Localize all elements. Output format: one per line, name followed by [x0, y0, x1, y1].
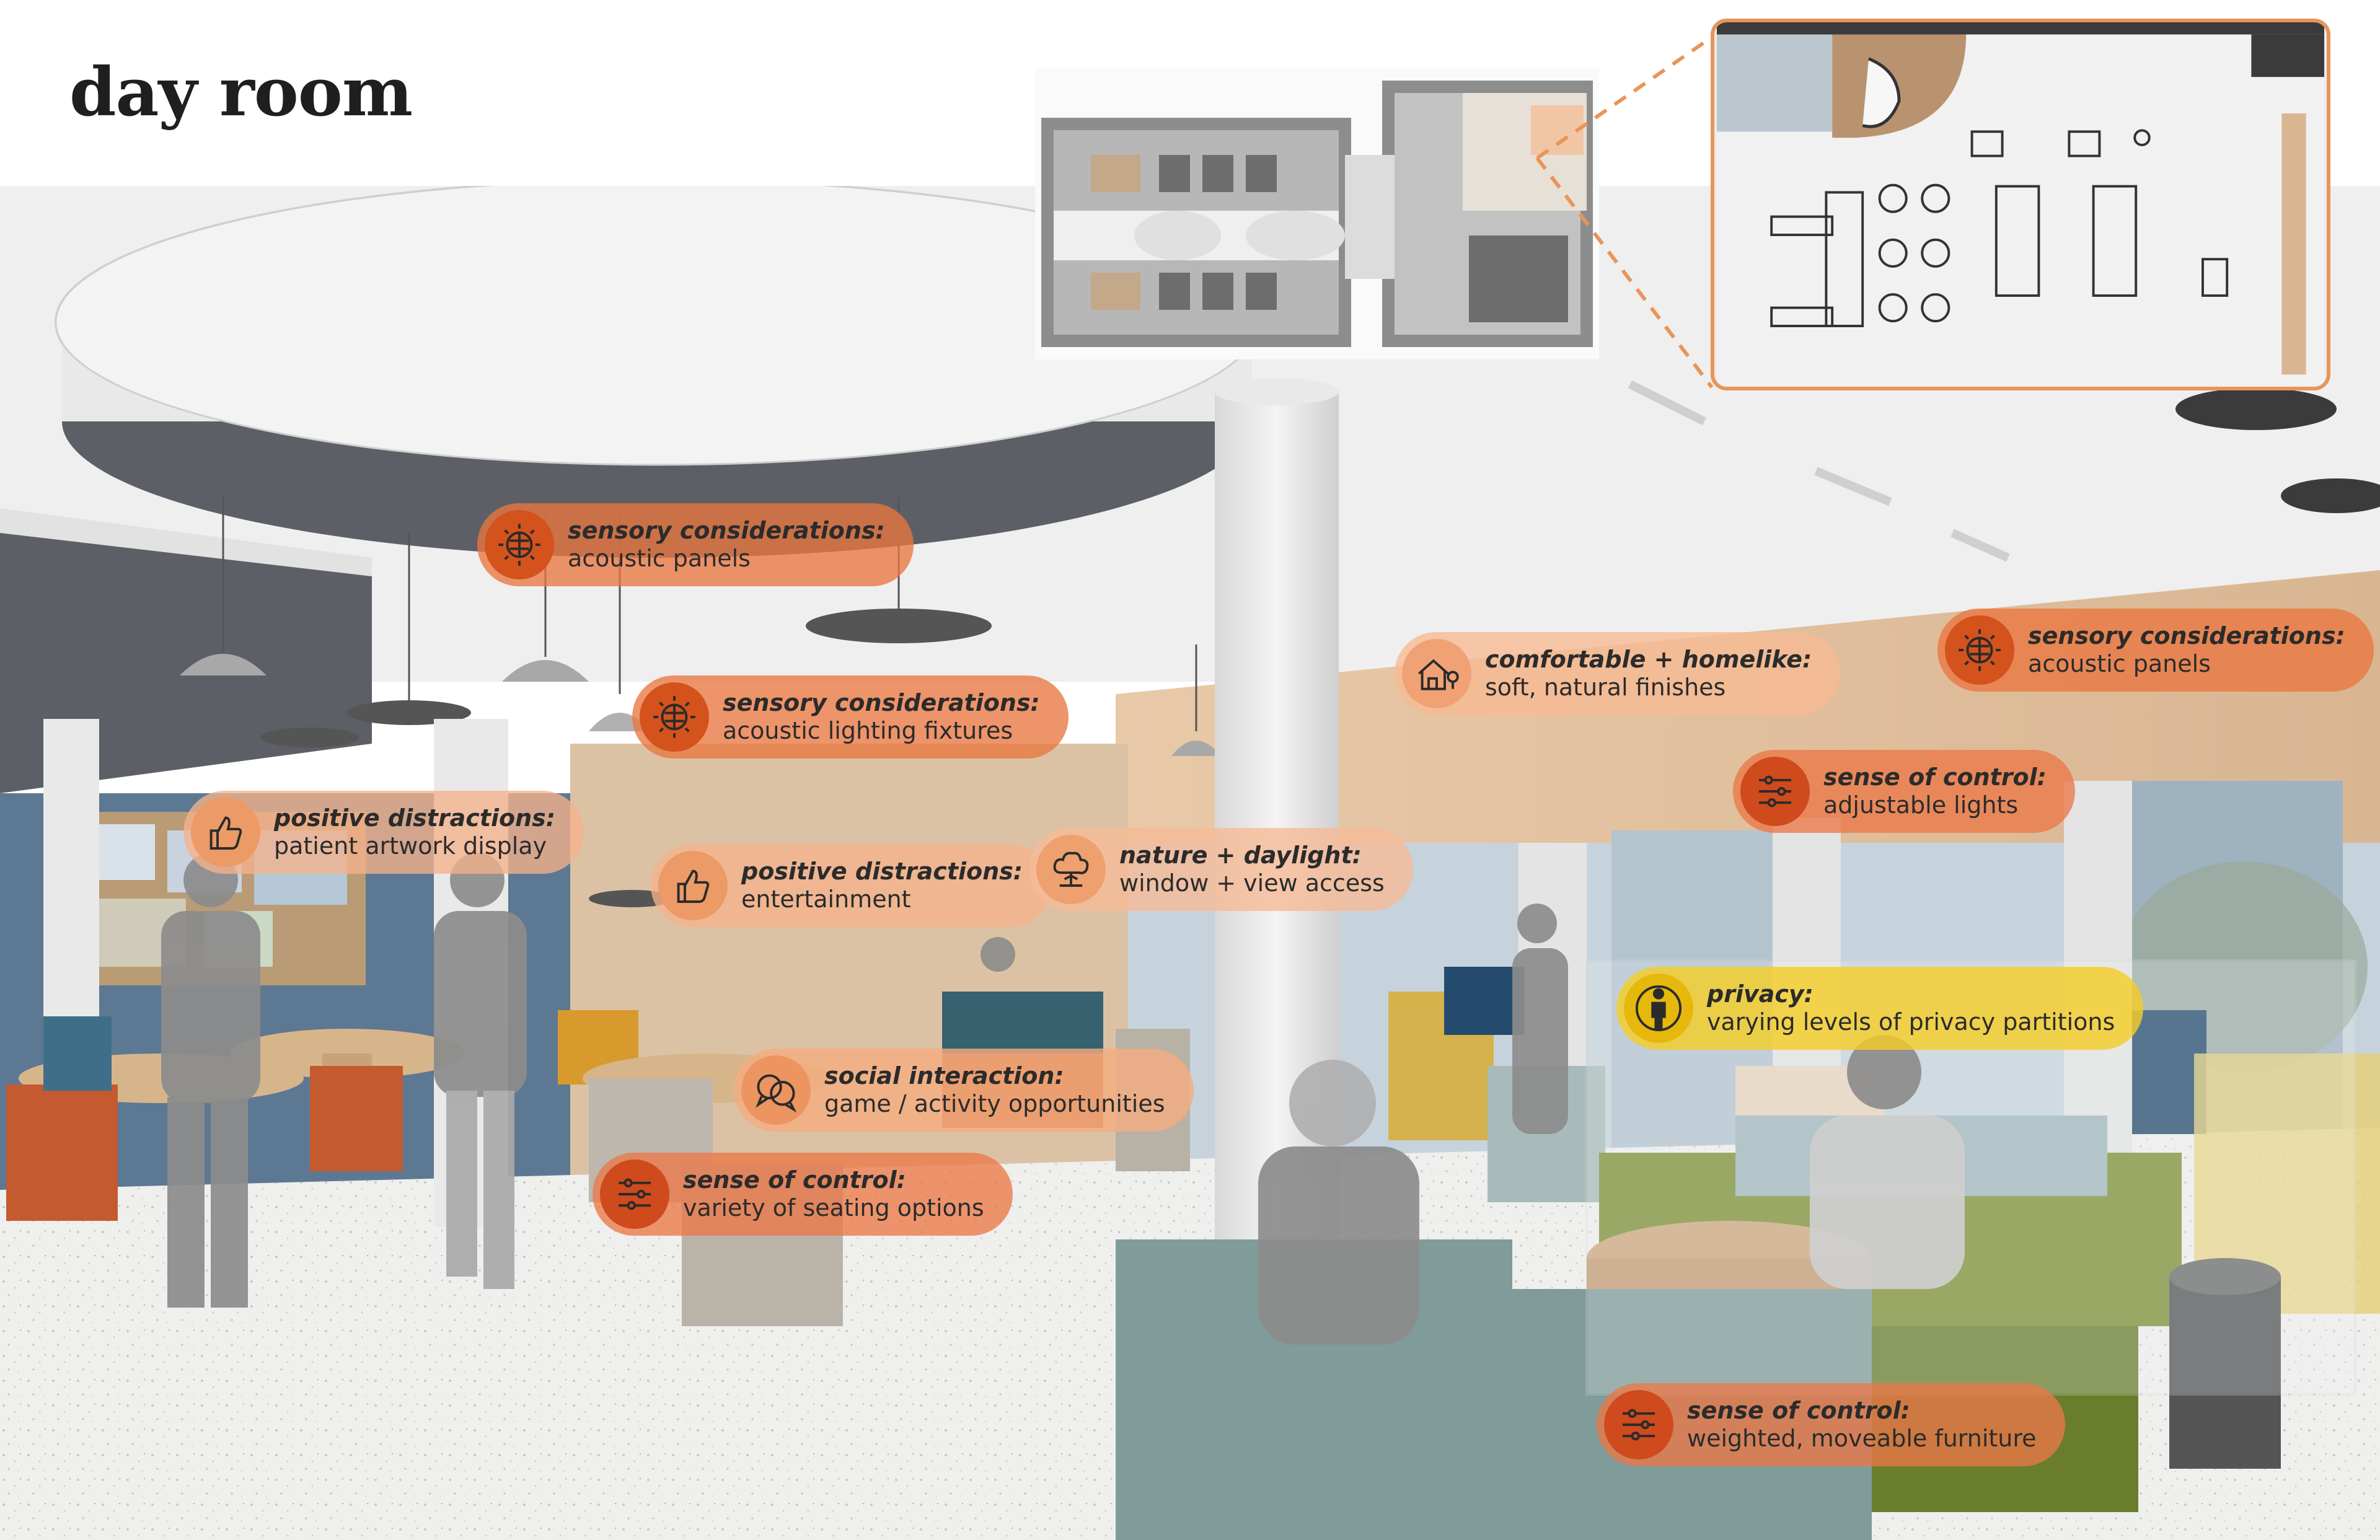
site-plan	[1035, 68, 1599, 359]
people	[161, 853, 1965, 1345]
annotation-positive-distractions-entertainment: positive distractions: entertainment	[651, 844, 1051, 927]
annotation-nature-daylight: nature + daylight: window + view access	[1029, 828, 1413, 911]
lounge-furniture	[1116, 959, 2380, 1540]
thumbs-up-icon	[658, 851, 728, 920]
annotation-privacy: privacy: varying levels of privacy parti…	[1616, 967, 2144, 1050]
sliders-icon	[1604, 1390, 1673, 1459]
brain-icon	[485, 510, 554, 579]
annotation-sensory-acoustic-panels: sensory considerations: acoustic panels	[477, 503, 914, 586]
day-room-plan-inset	[1711, 19, 2330, 390]
page-title: day room	[69, 53, 413, 131]
annotation-comfortable-homelike: comfortable + homelike: soft, natural fi…	[1395, 632, 1841, 715]
floor-plan-drawing	[1035, 68, 1599, 359]
person-icon	[1624, 974, 1693, 1043]
chat-bubbles-icon	[741, 1055, 811, 1125]
brain-icon	[1945, 615, 2014, 685]
day-room-highlight	[1531, 105, 1584, 155]
annotation-positive-distractions-artwork: positive distractions: patient artwork d…	[183, 791, 584, 874]
house-icon	[1402, 639, 1471, 708]
thumbs-up-icon	[191, 798, 260, 867]
sliders-icon	[1740, 757, 1810, 826]
inset-floor-plan-drawing	[1717, 22, 2324, 387]
annotation-sense-of-control-seating: sense of control: variety of seating opt…	[593, 1153, 1013, 1236]
annotation-sensory-acoustic-lighting: sensory considerations: acoustic lightin…	[632, 675, 1069, 759]
brain-icon	[640, 682, 709, 752]
inset-furniture	[1770, 129, 2229, 327]
tree-icon	[1036, 835, 1106, 904]
annotation-sensory-acoustic-panels-right: sensory considerations: acoustic panels	[1937, 609, 2374, 692]
sliders-icon	[600, 1159, 669, 1229]
annotation-social-interaction: social interaction: game / activity oppo…	[734, 1049, 1194, 1132]
annotation-sense-of-control-furniture: sense of control: weighted, moveable fur…	[1597, 1383, 2065, 1466]
annotation-sense-of-control-lights: sense of control: adjustable lights	[1733, 750, 2075, 833]
